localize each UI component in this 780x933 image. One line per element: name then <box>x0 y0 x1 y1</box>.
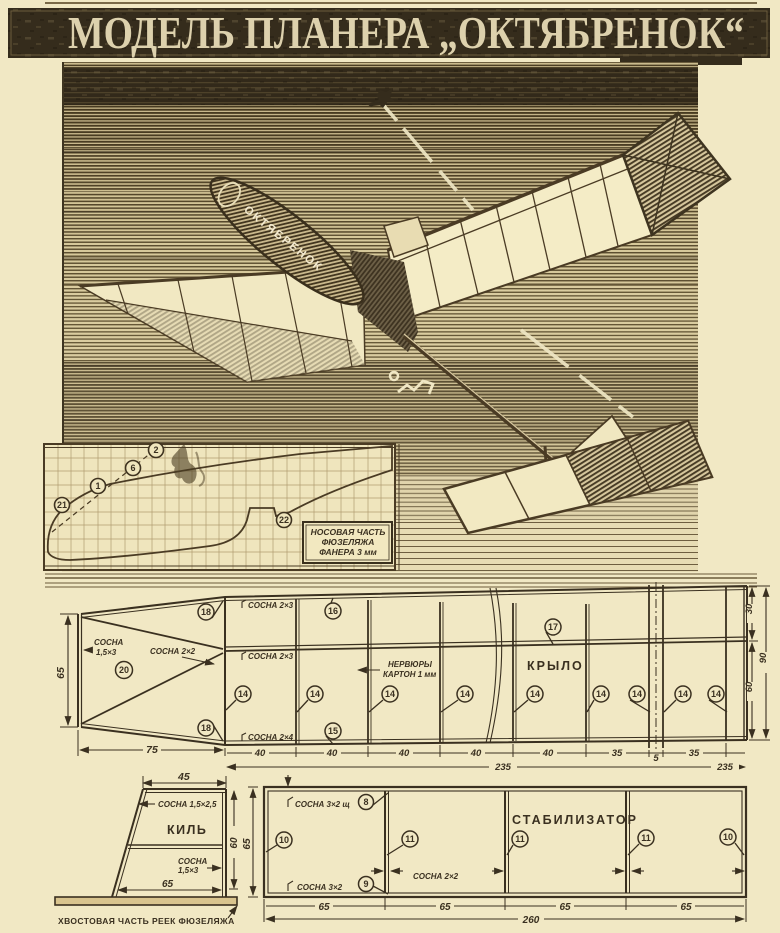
svg-text:40: 40 <box>326 748 338 759</box>
svg-text:21: 21 <box>57 500 67 510</box>
svg-text:11: 11 <box>405 834 415 844</box>
svg-text:65: 65 <box>318 902 330 913</box>
svg-text:СОСНА 2×3: СОСНА 2×3 <box>248 652 294 661</box>
svg-text:16: 16 <box>328 606 338 616</box>
svg-text:СОСНА 3×2 щ: СОСНА 3×2 щ <box>295 800 350 809</box>
svg-text:8: 8 <box>363 797 368 807</box>
svg-text:22: 22 <box>279 515 289 525</box>
svg-text:НОСОВАЯ ЧАСТЬ: НОСОВАЯ ЧАСТЬ <box>311 527 386 537</box>
svg-text:14: 14 <box>632 689 642 699</box>
svg-text:КИЛЬ: КИЛЬ <box>167 823 207 837</box>
svg-text:14: 14 <box>385 689 395 699</box>
svg-text:15: 15 <box>328 726 338 736</box>
svg-text:ФЮЗЕЛЯЖА: ФЮЗЕЛЯЖА <box>322 537 375 547</box>
svg-text:11: 11 <box>641 833 651 843</box>
svg-text:260: 260 <box>522 915 540 926</box>
svg-text:235: 235 <box>716 762 734 773</box>
svg-text:65: 65 <box>559 902 571 913</box>
svg-text:40: 40 <box>542 748 554 759</box>
svg-text:30: 30 <box>744 603 755 614</box>
svg-text:40: 40 <box>470 748 482 759</box>
svg-text:40: 40 <box>254 748 266 759</box>
svg-text:СОСНА 2×2: СОСНА 2×2 <box>413 872 459 881</box>
svg-text:1: 1 <box>95 481 100 491</box>
svg-text:СТАБИЛИЗАТОР: СТАБИЛИЗАТОР <box>512 813 638 827</box>
svg-text:35: 35 <box>612 748 623 759</box>
svg-text:18: 18 <box>201 607 211 617</box>
svg-text:5: 5 <box>653 753 659 764</box>
svg-text:65: 65 <box>55 667 67 679</box>
svg-text:1,5×3: 1,5×3 <box>96 648 117 657</box>
svg-text:75: 75 <box>146 744 158 756</box>
svg-text:14: 14 <box>238 689 248 699</box>
svg-text:17: 17 <box>548 622 558 632</box>
svg-text:18: 18 <box>201 723 211 733</box>
svg-text:СОСНА 2×3: СОСНА 2×3 <box>248 601 294 610</box>
svg-text:СОСНА: СОСНА <box>178 857 208 866</box>
svg-text:6: 6 <box>130 463 135 473</box>
svg-text:2: 2 <box>153 445 158 455</box>
svg-text:65: 65 <box>242 838 253 850</box>
svg-text:20: 20 <box>119 665 129 675</box>
svg-text:НЕРВЮРЫ: НЕРВЮРЫ <box>388 660 433 669</box>
svg-text:235: 235 <box>494 762 512 773</box>
svg-text:СОСНА 3×2: СОСНА 3×2 <box>297 883 343 892</box>
svg-text:14: 14 <box>596 689 606 699</box>
svg-text:ФАНЕРА 3 мм: ФАНЕРА 3 мм <box>319 547 377 557</box>
svg-text:65: 65 <box>439 902 451 913</box>
svg-text:КАРТОН 1 мм: КАРТОН 1 мм <box>383 670 436 679</box>
svg-text:65: 65 <box>162 879 174 890</box>
svg-text:ХВОСТОВАЯ ЧАСТЬ РЕЕК ФЮЗЕЛЯЖА: ХВОСТОВАЯ ЧАСТЬ РЕЕК ФЮЗЕЛЯЖА <box>58 916 235 926</box>
svg-text:40: 40 <box>398 748 410 759</box>
svg-text:9: 9 <box>363 879 368 889</box>
svg-text:МОДЕЛЬ ПЛАНЕРА „ОКТЯБРЕНОК“: МОДЕЛЬ ПЛАНЕРА „ОКТЯБРЕНОК“ <box>68 7 744 58</box>
svg-text:1,5×3: 1,5×3 <box>178 866 199 875</box>
svg-text:60: 60 <box>229 837 240 849</box>
svg-text:90: 90 <box>758 652 769 663</box>
svg-text:65: 65 <box>680 902 692 913</box>
svg-text:СОСНА 1,5×2,5: СОСНА 1,5×2,5 <box>158 800 217 809</box>
svg-text:14: 14 <box>460 689 470 699</box>
svg-text:СОСНА 2×4: СОСНА 2×4 <box>248 733 294 742</box>
svg-text:СОСНА 2×2: СОСНА 2×2 <box>150 647 196 656</box>
svg-text:11: 11 <box>515 834 525 844</box>
svg-text:14: 14 <box>530 689 540 699</box>
svg-text:КРЫЛО: КРЫЛО <box>527 659 584 673</box>
svg-text:14: 14 <box>711 689 721 699</box>
svg-text:10: 10 <box>279 835 289 845</box>
svg-text:14: 14 <box>310 689 320 699</box>
svg-text:45: 45 <box>177 771 190 783</box>
svg-text:60: 60 <box>744 681 755 692</box>
svg-text:14: 14 <box>678 689 688 699</box>
svg-text:10: 10 <box>723 832 733 842</box>
svg-text:35: 35 <box>689 748 700 759</box>
svg-text:СОСНА: СОСНА <box>94 638 124 647</box>
